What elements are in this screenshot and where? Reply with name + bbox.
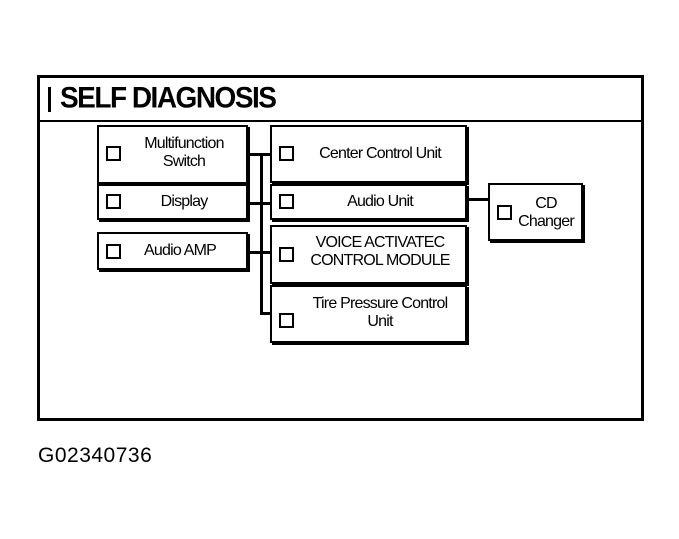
multifunction-switch-label: Multifunction Switch [144, 135, 224, 170]
center-control-unit[interactable]: Center Control Unit [270, 125, 467, 183]
connector-tire-pressure [260, 312, 272, 315]
display-label: Display [160, 193, 209, 210]
center-control-unit-checkbox[interactable] [279, 146, 294, 161]
self-diagnosis-screen: SELF DIAGNOSIS Multifunction Switch Disp… [37, 75, 644, 421]
voice-activated-control-module[interactable]: VOICE ACTIVATEC CONTROL MODULE [270, 225, 467, 284]
voice-activated-control-module-label: VOICE ACTIVATEC CONTROL MODULE [310, 234, 450, 269]
connector-cd-changer [465, 198, 490, 201]
tire-pressure-control-unit-label: Tire Pressure Control Unit [312, 295, 448, 330]
center-control-unit-label: Center Control Unit [319, 145, 442, 162]
page-title: SELF DIAGNOSIS [60, 81, 277, 114]
cd-changer-label: CD Changer [518, 195, 575, 230]
audio-amp-checkbox[interactable] [106, 244, 121, 259]
bus-line-vertical [260, 153, 263, 315]
connector-display [250, 202, 272, 205]
multifunction-switch-unit[interactable]: Multifunction Switch [97, 125, 248, 184]
audio-amp-unit[interactable]: Audio AMP [97, 232, 248, 270]
voice-activated-control-module-checkbox[interactable] [279, 247, 294, 262]
display-checkbox[interactable] [106, 194, 121, 209]
tire-pressure-control-unit[interactable]: Tire Pressure Control Unit [270, 285, 467, 343]
cd-changer-unit[interactable]: CD Changer [488, 183, 583, 241]
title-marker [48, 87, 51, 112]
tire-pressure-control-unit-checkbox[interactable] [279, 313, 294, 328]
multifunction-switch-checkbox[interactable] [106, 146, 121, 161]
cd-changer-checkbox[interactable] [497, 205, 512, 220]
connector-audio-amp [250, 251, 272, 254]
audio-unit-label: Audio Unit [347, 193, 414, 210]
figure-code: G02340736 [38, 444, 153, 467]
connector-multifunction [250, 153, 272, 156]
audio-amp-label: Audio AMP [144, 242, 217, 259]
audio-unit[interactable]: Audio Unit [270, 184, 467, 220]
audio-unit-checkbox[interactable] [279, 194, 294, 209]
title-bar: SELF DIAGNOSIS [40, 78, 641, 122]
display-unit[interactable]: Display [97, 184, 248, 220]
